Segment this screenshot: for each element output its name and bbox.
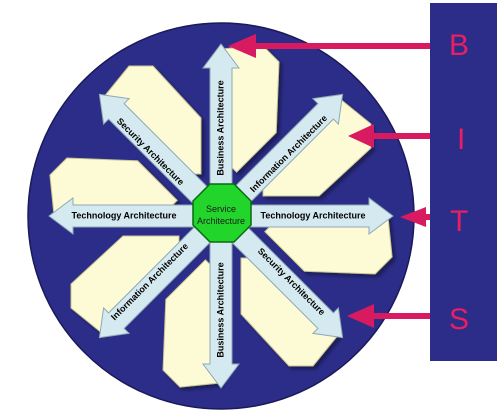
label-technology-left: Technology Architecture: [71, 210, 176, 220]
letter-b: B: [449, 29, 469, 62]
arrow-information-downleft: [98, 224, 213, 339]
center-label-line1: Service: [206, 204, 236, 214]
pointer-arrow-t: [400, 207, 430, 227]
pointer-arrow-i: [348, 124, 430, 148]
arrow-security-upleft: [98, 93, 213, 208]
arrow-business-down: [202, 239, 240, 389]
letter-t: T: [450, 205, 468, 238]
center-label-line2: Architecture: [197, 216, 245, 226]
service-architecture-octagon: [192, 183, 252, 243]
letter-i: I: [457, 123, 465, 156]
pointer-arrows: [228, 34, 430, 328]
pointer-arrow-s: [347, 304, 430, 328]
label-technology-right: Technology Architecture: [260, 210, 365, 220]
pointer-arrow-b: [228, 34, 430, 58]
spoke-arrows: [48, 43, 394, 389]
arrow-technology-right: [244, 197, 394, 235]
bits-sidebar: [430, 3, 497, 361]
architecture-panels: [49, 44, 393, 388]
letter-s: S: [449, 303, 469, 336]
arrow-information-upright: [229, 93, 344, 208]
arrow-security-downright: [229, 224, 344, 339]
label-business-up: Business Architecture: [215, 80, 225, 175]
arrow-technology-left: [48, 197, 198, 235]
arrow-business-up: [202, 43, 240, 193]
label-business-down: Business Architecture: [215, 262, 225, 357]
